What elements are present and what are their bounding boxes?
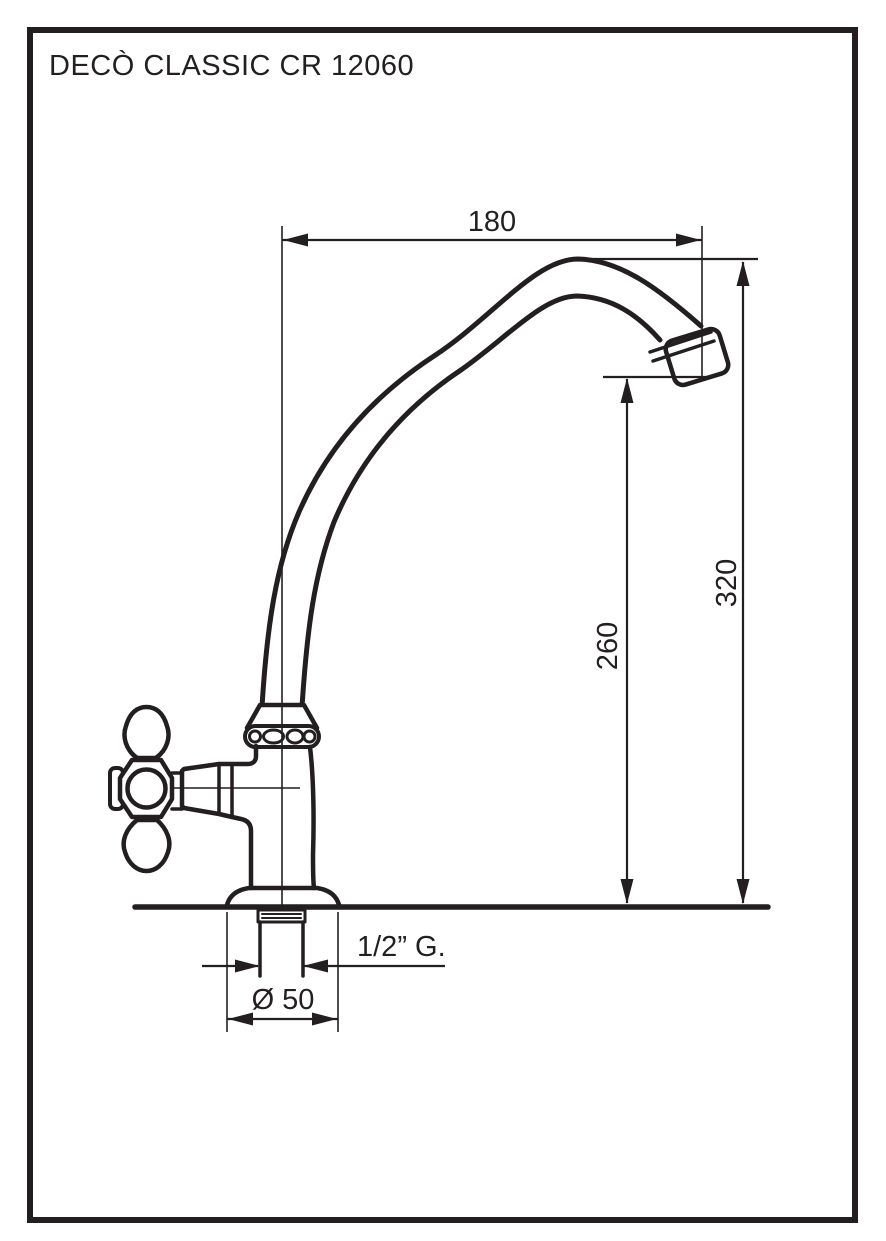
- centerlines: [170, 226, 300, 909]
- bead-mid-left: [262, 728, 285, 745]
- arrow-right-icon: [235, 959, 260, 973]
- body-left-and-valve-outline: [179, 743, 259, 891]
- dimension-label-total-height: 320: [711, 559, 743, 607]
- bead-right: [302, 729, 317, 744]
- body-right-edge: [307, 744, 317, 891]
- arrow-left-icon: [228, 1012, 253, 1026]
- product-title: DECÒ CLASSIC CR 12060: [49, 50, 415, 82]
- arrow-up-icon: [620, 378, 634, 403]
- arrow-right-icon: [676, 233, 701, 247]
- arrow-down-icon: [736, 879, 750, 904]
- spout-inner-curve: [299, 293, 663, 710]
- page-border: [27, 27, 858, 1223]
- arrow-left-icon: [303, 959, 328, 973]
- dimension-base-diameter: Ø 50: [226, 912, 339, 1032]
- handle-top-spoke: [122, 704, 171, 761]
- dimension-label-spout-height: 260: [592, 622, 624, 670]
- arrow-right-icon: [312, 1012, 337, 1026]
- thread-collar: [256, 908, 307, 924]
- dimension-reach: 180: [282, 206, 703, 377]
- faucet-outline: [108, 256, 771, 978]
- dimension-label-reach: 180: [468, 206, 516, 238]
- arrow-down-icon: [620, 879, 634, 904]
- dimension-thread: 1/2” G.: [202, 931, 446, 973]
- aerator-joint-line-1: [648, 330, 713, 354]
- arrow-left-icon: [283, 233, 308, 247]
- dimension-label-thread: 1/2” G.: [357, 931, 446, 963]
- dimension-total-height: 320: [711, 261, 750, 904]
- arrow-up-icon: [736, 261, 750, 286]
- aerator-joint-line-2: [651, 339, 716, 363]
- dimensions: 180 320 260: [202, 206, 758, 1032]
- base-flange: [224, 885, 342, 908]
- dimension-spout-height: 260: [592, 378, 634, 904]
- handle-hub-circle: [125, 767, 168, 810]
- spout-outer-curve: [259, 256, 704, 710]
- bead-left: [248, 729, 262, 744]
- handle-bottom-spoke: [121, 817, 172, 874]
- dimension-label-base-diameter: Ø 50: [252, 984, 315, 1016]
